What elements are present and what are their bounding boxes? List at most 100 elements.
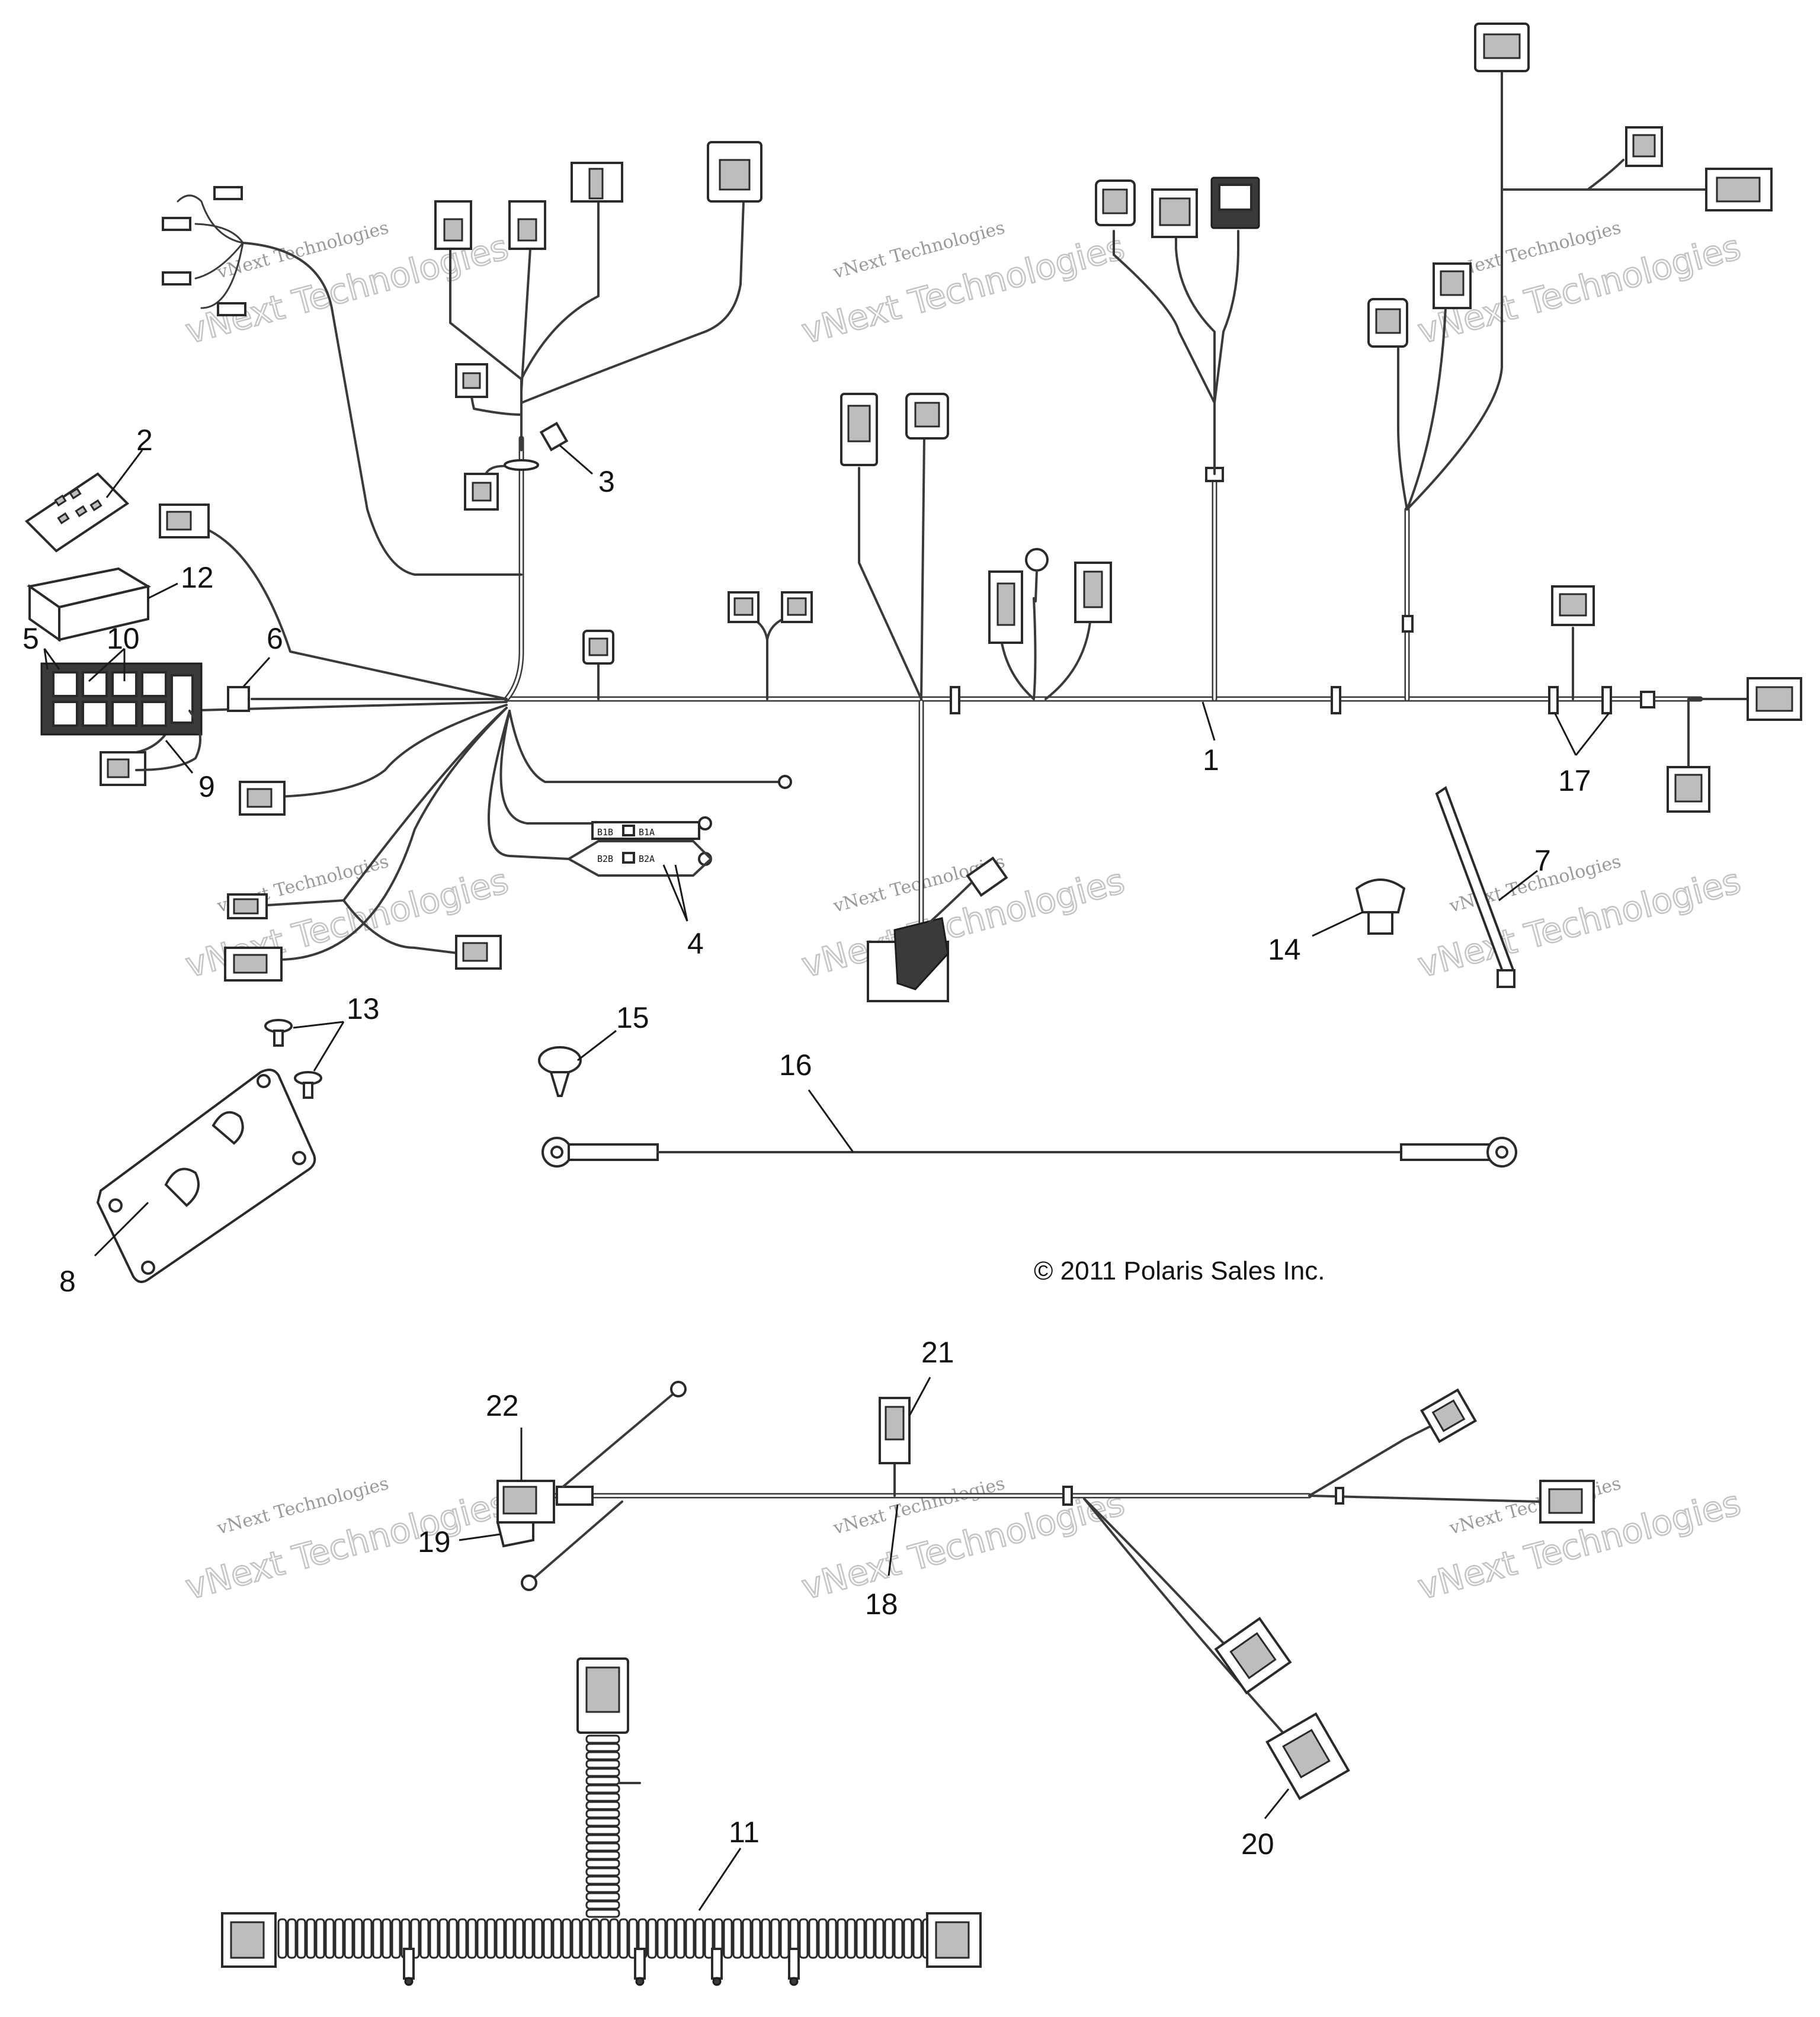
ring-terminal	[670, 1381, 687, 1397]
tube-rib	[334, 1918, 344, 1959]
callout-21: 21	[921, 1336, 954, 1369]
lower-branch-wire	[499, 710, 694, 825]
lower-harness	[496, 1381, 1595, 1800]
tube-rib	[315, 1918, 325, 1959]
pigtail-terminal	[217, 302, 246, 316]
harness-band	[1062, 1486, 1073, 1506]
pigtail-wire	[200, 242, 244, 309]
ecu-module	[867, 856, 1008, 1002]
tube-rib	[585, 1759, 620, 1769]
tube-rib	[751, 1918, 761, 1959]
tube-rib	[855, 1918, 866, 1959]
trunk-branch-wire	[1000, 639, 1035, 700]
branch-wire	[520, 200, 745, 404]
tube-rib	[675, 1918, 685, 1959]
tube-rib	[277, 1918, 287, 1959]
tube-rib	[585, 1734, 620, 1744]
tube-rib	[874, 1918, 885, 1959]
connector-trunk-b	[728, 591, 760, 623]
connector-left-6	[455, 935, 502, 970]
leader-line-19	[459, 1533, 501, 1541]
leader-line-10a	[88, 647, 126, 682]
ground-lead	[562, 1391, 677, 1488]
tube-rib	[770, 1918, 780, 1959]
callout-1: 1	[1203, 743, 1219, 777]
vertical-trunk	[504, 435, 524, 702]
connector-top-2	[508, 200, 546, 250]
main-harness: B1B B1A B2B B2A	[24, 23, 1802, 1002]
callout-11: 11	[729, 1816, 760, 1849]
tube-rib	[585, 1743, 620, 1752]
tube-rib	[306, 1918, 316, 1959]
lower-harness-branch	[1308, 1418, 1447, 1497]
connector-lower-right-1	[1420, 1388, 1478, 1444]
tube-tie	[403, 1948, 415, 1986]
tube-rib	[287, 1918, 297, 1959]
trunk-branch-wire	[920, 437, 925, 700]
tube-rib	[585, 1776, 620, 1785]
connector-left-1	[159, 504, 210, 538]
watermark-group: vNext Technologies vNext Technologies vN…	[181, 217, 1745, 1608]
lower-harness-branch	[1083, 1497, 1233, 1654]
connector-right-7	[1747, 677, 1802, 721]
tube-rib	[585, 1909, 620, 1918]
ground-lead	[532, 1500, 623, 1580]
pigtail-wire	[194, 242, 244, 280]
tube-rib	[742, 1918, 752, 1959]
leader-line-14	[1312, 911, 1363, 937]
tube-rib	[723, 1918, 733, 1959]
tube-rib	[585, 1817, 620, 1827]
tube-rib	[585, 1842, 620, 1852]
tube-rib	[808, 1918, 818, 1959]
connector-trunk-e	[905, 393, 949, 440]
tube-rib	[585, 1784, 620, 1794]
trunk-branch-wire	[1175, 236, 1216, 404]
tube-rib	[505, 1918, 515, 1959]
tube-rib	[846, 1918, 856, 1959]
pigtail-wire	[194, 223, 244, 244]
left-fan-wire	[248, 707, 508, 908]
cable-tie	[1435, 785, 1515, 988]
tube-rib	[818, 1918, 828, 1959]
callout-8: 8	[59, 1265, 76, 1298]
lower-branch-wire	[488, 710, 570, 860]
fuse-box	[40, 662, 203, 736]
leader-line-5a	[43, 648, 60, 670]
callout-19: 19	[418, 1525, 451, 1559]
callout-10: 10	[107, 622, 140, 655]
connector-top-3	[571, 162, 623, 203]
connector-right-1	[1367, 298, 1408, 348]
connector-left-2	[100, 751, 146, 786]
tube-rib	[533, 1918, 543, 1959]
harness-band	[1335, 1487, 1344, 1505]
tube-tie	[788, 1948, 800, 1986]
tube-rib	[799, 1918, 809, 1959]
tube-rib	[837, 1918, 847, 1959]
left-fan-wire	[277, 707, 508, 961]
branch-wire	[520, 248, 531, 392]
tube-rib	[363, 1918, 373, 1959]
leader-line-4a	[662, 864, 688, 922]
push-rivet	[538, 1046, 582, 1097]
leader-line-8	[94, 1201, 149, 1257]
connector-lower-right-3	[1214, 1617, 1292, 1695]
part-3-clip	[539, 422, 569, 451]
tube-rib	[438, 1918, 448, 1959]
connector-top-right-1	[1095, 179, 1136, 226]
tube-rib	[865, 1918, 875, 1959]
connector-trunk-g	[1074, 562, 1112, 623]
harness-clip	[1355, 878, 1406, 935]
callout-7: 7	[1534, 844, 1551, 877]
tube-rib	[514, 1918, 524, 1959]
leader-lines	[43, 444, 1610, 1911]
connector-22	[496, 1480, 555, 1524]
connector-upper-5	[455, 363, 488, 398]
connector-21	[879, 1397, 911, 1464]
callout-17: 17	[1558, 764, 1591, 797]
callout-15: 15	[616, 1001, 649, 1034]
connector-upper-6	[464, 473, 499, 511]
relay-label-b1a: B1A	[639, 827, 655, 838]
connector-top-1	[434, 200, 472, 250]
convoluted-harness	[221, 1657, 982, 1986]
